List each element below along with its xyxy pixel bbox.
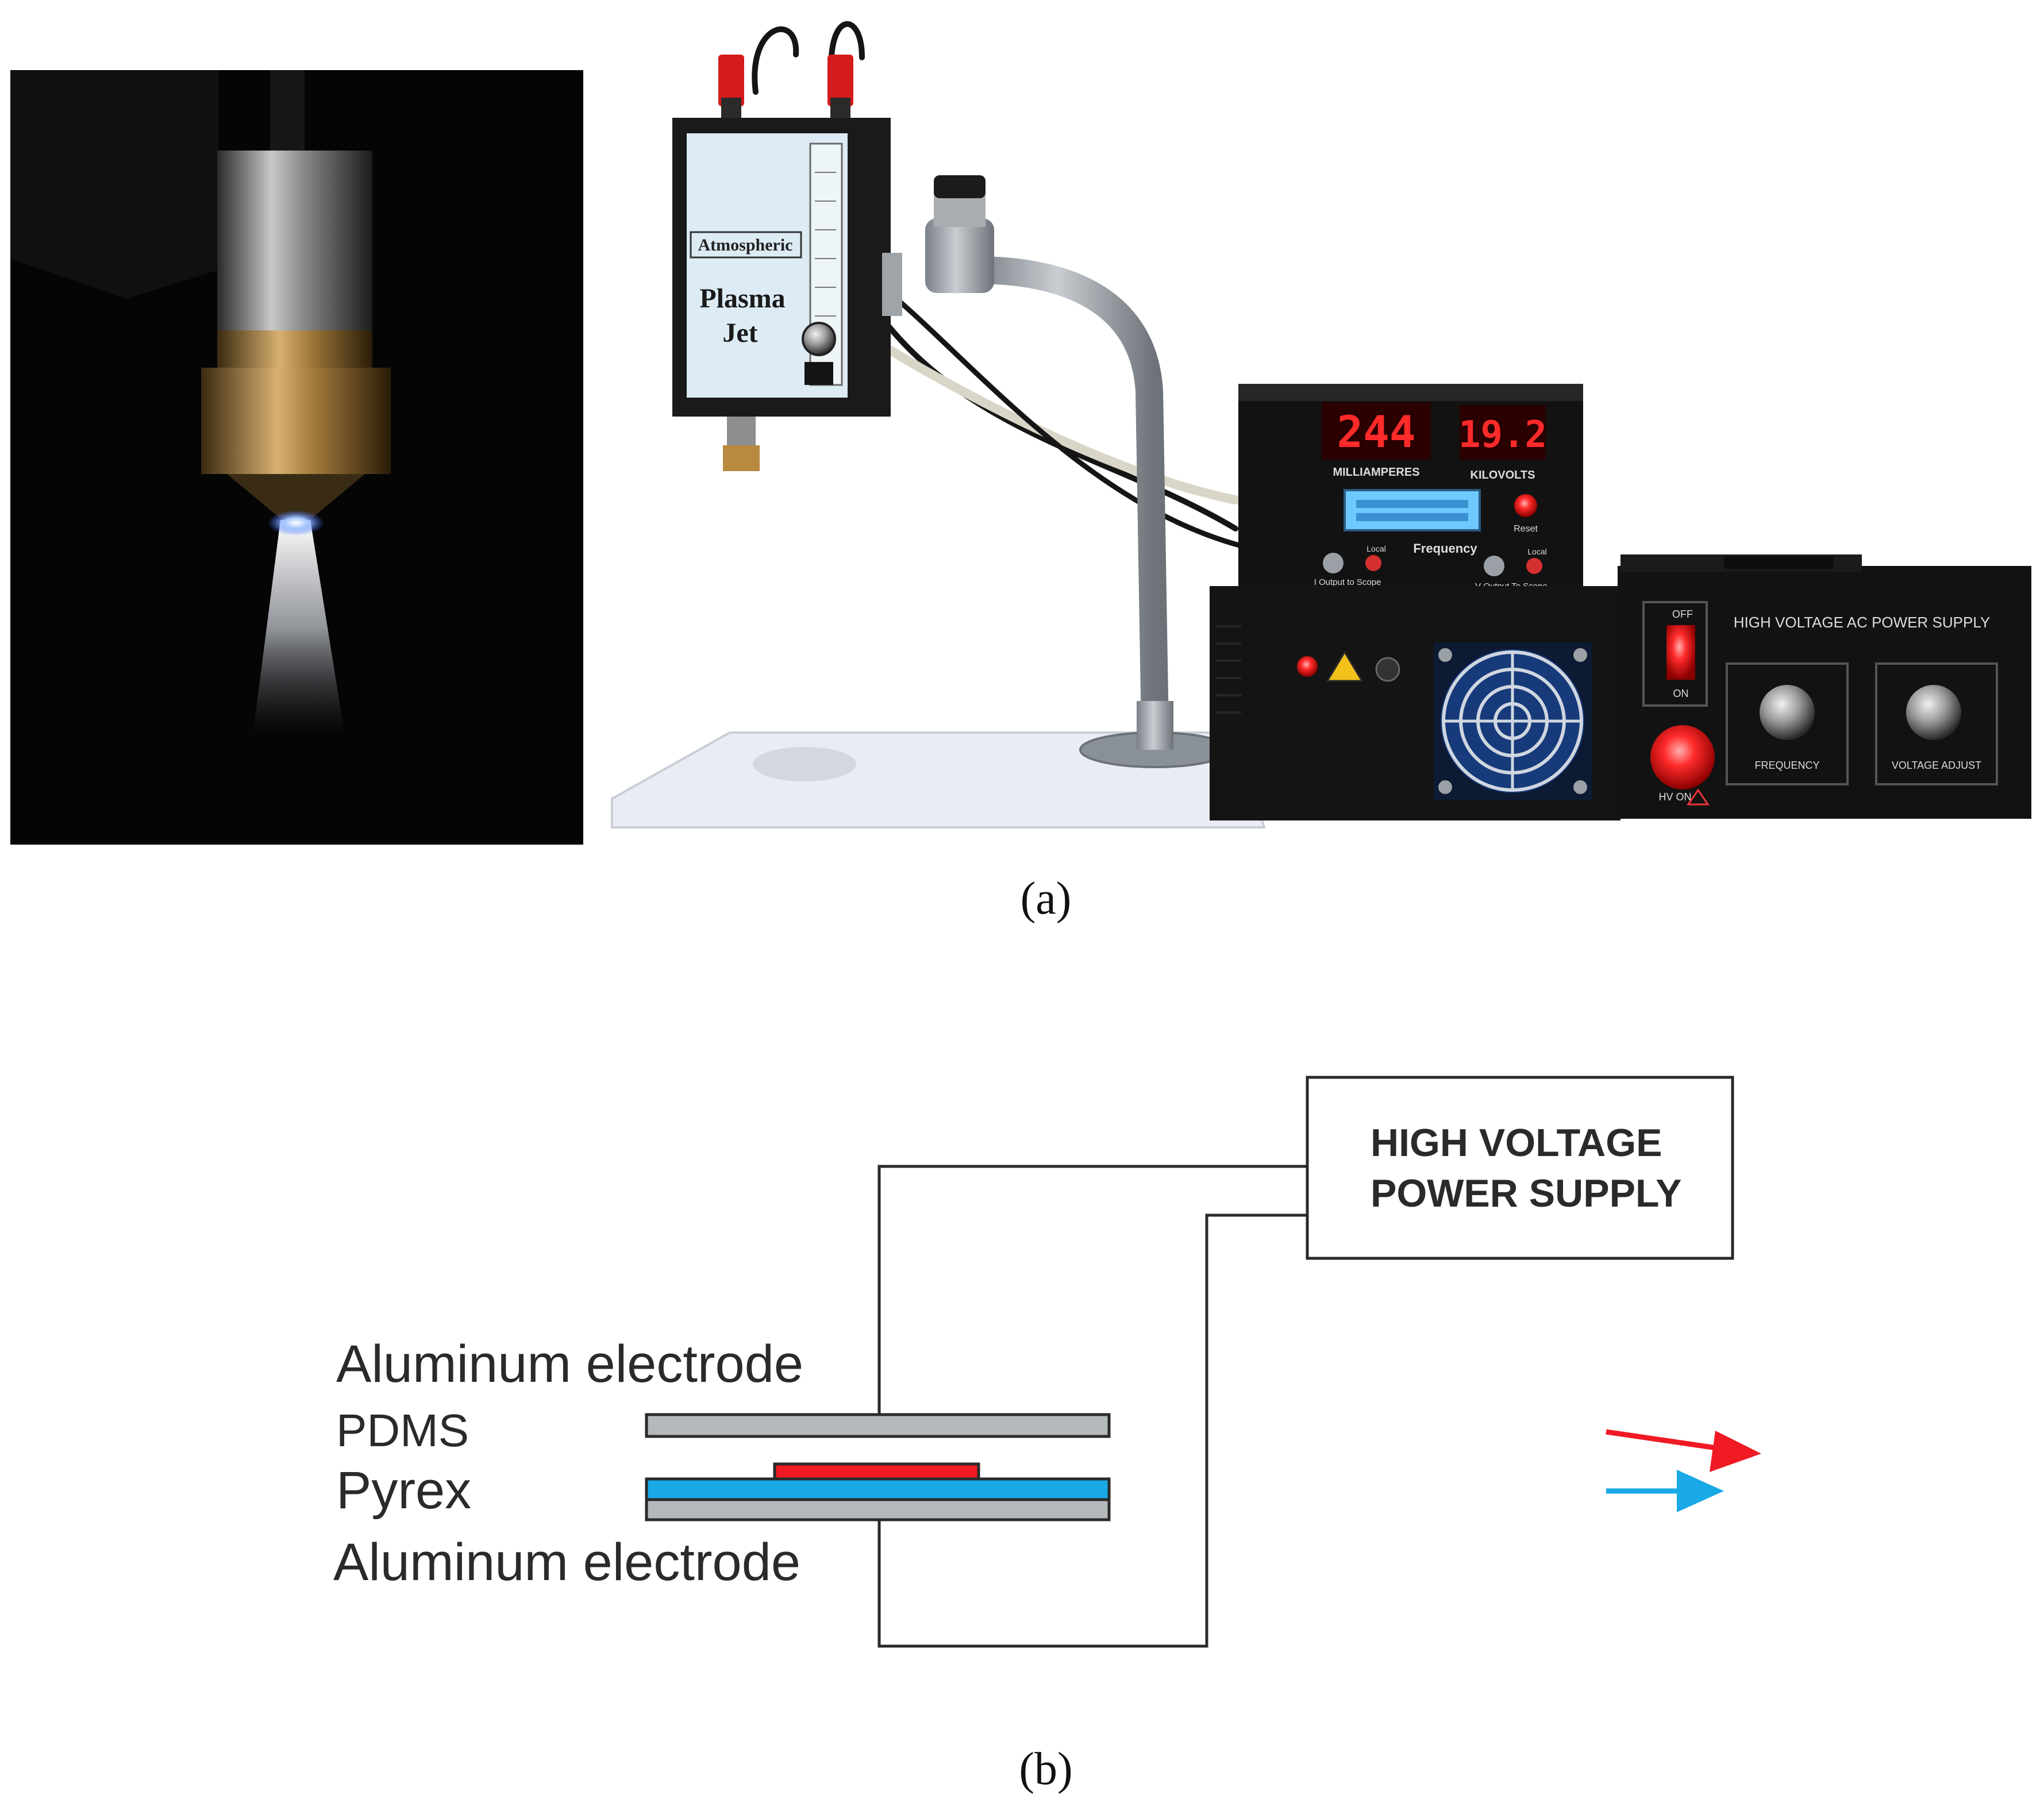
hv-on-label: HV ON (1658, 791, 1691, 803)
blue-arrow (1606, 1470, 1724, 1512)
wire-bottom (877, 1213, 1307, 1648)
supply-title: HIGH VOLTAGE AC POWER SUPPLY (1734, 614, 1990, 631)
schematic: HIGH VOLTAGE POWER SUPPLY Aluminum elect… (333, 1076, 1761, 1648)
power-supply-box (1306, 1076, 1734, 1260)
fan-icon (1434, 642, 1592, 800)
voltage-display (1460, 405, 1546, 460)
current-unit-label: MILLIAMPERES (1333, 466, 1419, 479)
voltage-unit-label: KILOVOLTS (1471, 469, 1535, 481)
frequency-knob (1760, 685, 1815, 740)
label-pdms: PDMS (336, 1405, 469, 1456)
plasma-glow (267, 510, 325, 535)
top-electrode-plate (645, 1413, 1111, 1438)
caption-a: (a) (1021, 873, 1072, 924)
warning-icon (1326, 650, 1364, 682)
flow-valve-knob (802, 322, 836, 356)
power-supply-line1: HIGH VOLTAGE (1371, 1121, 1662, 1165)
bottom-electrode-plate (645, 1498, 1111, 1521)
voltage-adjust-knob (1906, 685, 1961, 740)
device-label-jet: Jet (722, 318, 757, 348)
voltage-reading: 19.2 (1458, 414, 1547, 456)
hv-on-lamp (1650, 725, 1715, 789)
on-label: ON (1673, 688, 1689, 699)
red-arrow (1606, 1429, 1761, 1472)
off-label: OFF (1672, 608, 1693, 620)
warning-led (1297, 656, 1318, 677)
label-pyrex: Pyrex (336, 1461, 471, 1520)
label-bottom-electrode: Aluminum electrode (333, 1533, 800, 1592)
plasma-jet-photo (10, 70, 583, 845)
power-switch (1666, 625, 1695, 680)
cables (752, 21, 1244, 549)
device-label-atmospheric: Atmospheric (698, 236, 793, 255)
wire-top (877, 1165, 1307, 1415)
apparatus-photo: Atmospheric Plasma Jet 244 19.2 MILLIAMP… (611, 21, 2031, 829)
pdms-layer (773, 1462, 980, 1481)
frequency-knob-label: FREQUENCY (1754, 760, 1819, 771)
caption-b: (b) (1019, 1744, 1072, 1794)
frequency-label: Frequency (1413, 541, 1477, 556)
plasma-plume (253, 520, 345, 735)
local-label-left: Local (1366, 544, 1385, 553)
reset-button-led (1514, 494, 1537, 517)
power-supply-line2: POWER SUPPLY (1371, 1172, 1682, 1215)
frequency-lcd (1344, 489, 1481, 531)
gooseneck-arm (976, 256, 1169, 730)
reset-label: Reset (1514, 524, 1538, 534)
pyrex-layer (645, 1477, 1111, 1501)
current-display (1322, 402, 1431, 460)
label-top-electrode: Aluminum electrode (336, 1335, 803, 1393)
current-reading: 244 (1337, 406, 1415, 457)
i-output-label: I Output to Scope (1314, 577, 1381, 587)
device-label-plasma: Plasma (699, 283, 785, 314)
voltage-knob-label: VOLTAGE ADJUST (1892, 760, 1981, 771)
local-label-right: Local (1527, 547, 1546, 556)
jet-upper-body (217, 151, 372, 334)
